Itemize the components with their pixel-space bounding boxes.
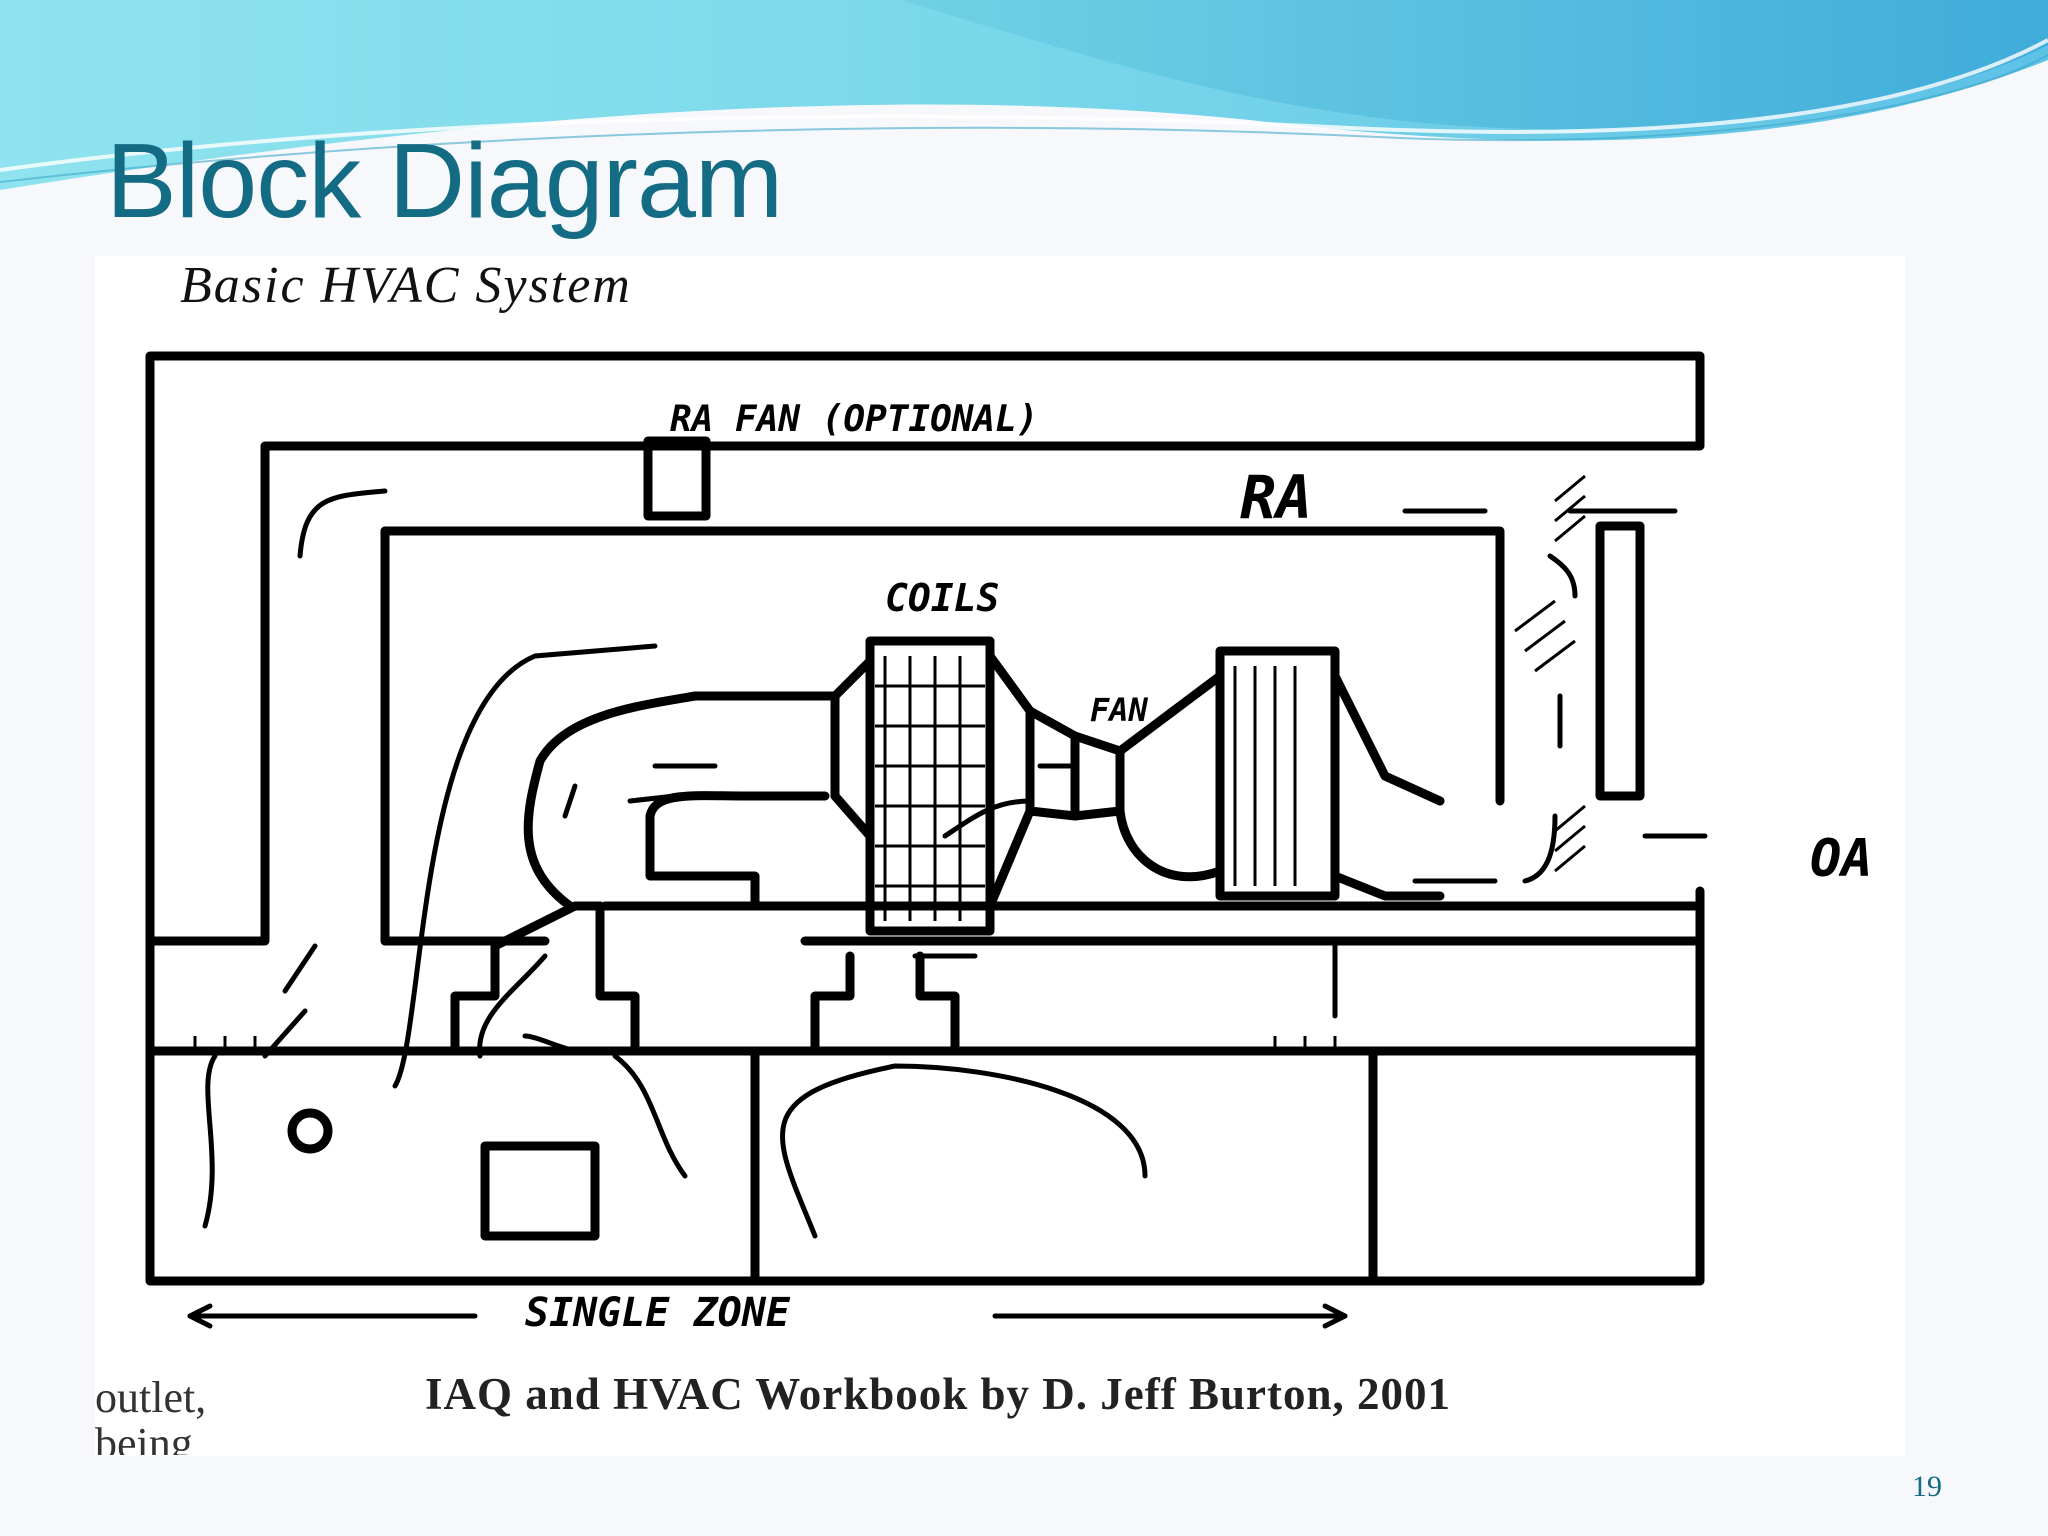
coils-label: COILS xyxy=(885,576,999,620)
damper-panel xyxy=(1600,526,1640,796)
side-note-text: outlet, being xyxy=(95,1375,265,1455)
fan-label: FAN xyxy=(1090,691,1149,729)
ra-fan-label: RA FAN (OPTIONAL) xyxy=(670,399,1038,440)
page-number: 19 xyxy=(1912,1470,1942,1504)
hvac-figure: Basic HVAC System RA FAN (OPTIONAL) RA C… xyxy=(95,256,1905,1456)
figure-caption: IAQ and HVAC Workbook by D. Jeff Burton,… xyxy=(425,1368,1451,1420)
ra-fan-box xyxy=(648,441,706,516)
filter-box xyxy=(1220,651,1335,896)
slide-title: Block Diagram xyxy=(106,128,782,234)
hvac-diagram: Basic HVAC System RA FAN (OPTIONAL) RA C… xyxy=(95,256,1905,1456)
thermostat-box xyxy=(485,1146,595,1236)
oa-label: OA xyxy=(1810,829,1873,889)
inner-loop-duct xyxy=(385,531,1490,801)
subtitle-label: Basic HVAC System xyxy=(180,257,632,314)
zone-label: SINGLE ZONE xyxy=(525,1290,791,1336)
sensor-circle xyxy=(292,1113,328,1149)
ra-label: RA xyxy=(1240,463,1312,533)
